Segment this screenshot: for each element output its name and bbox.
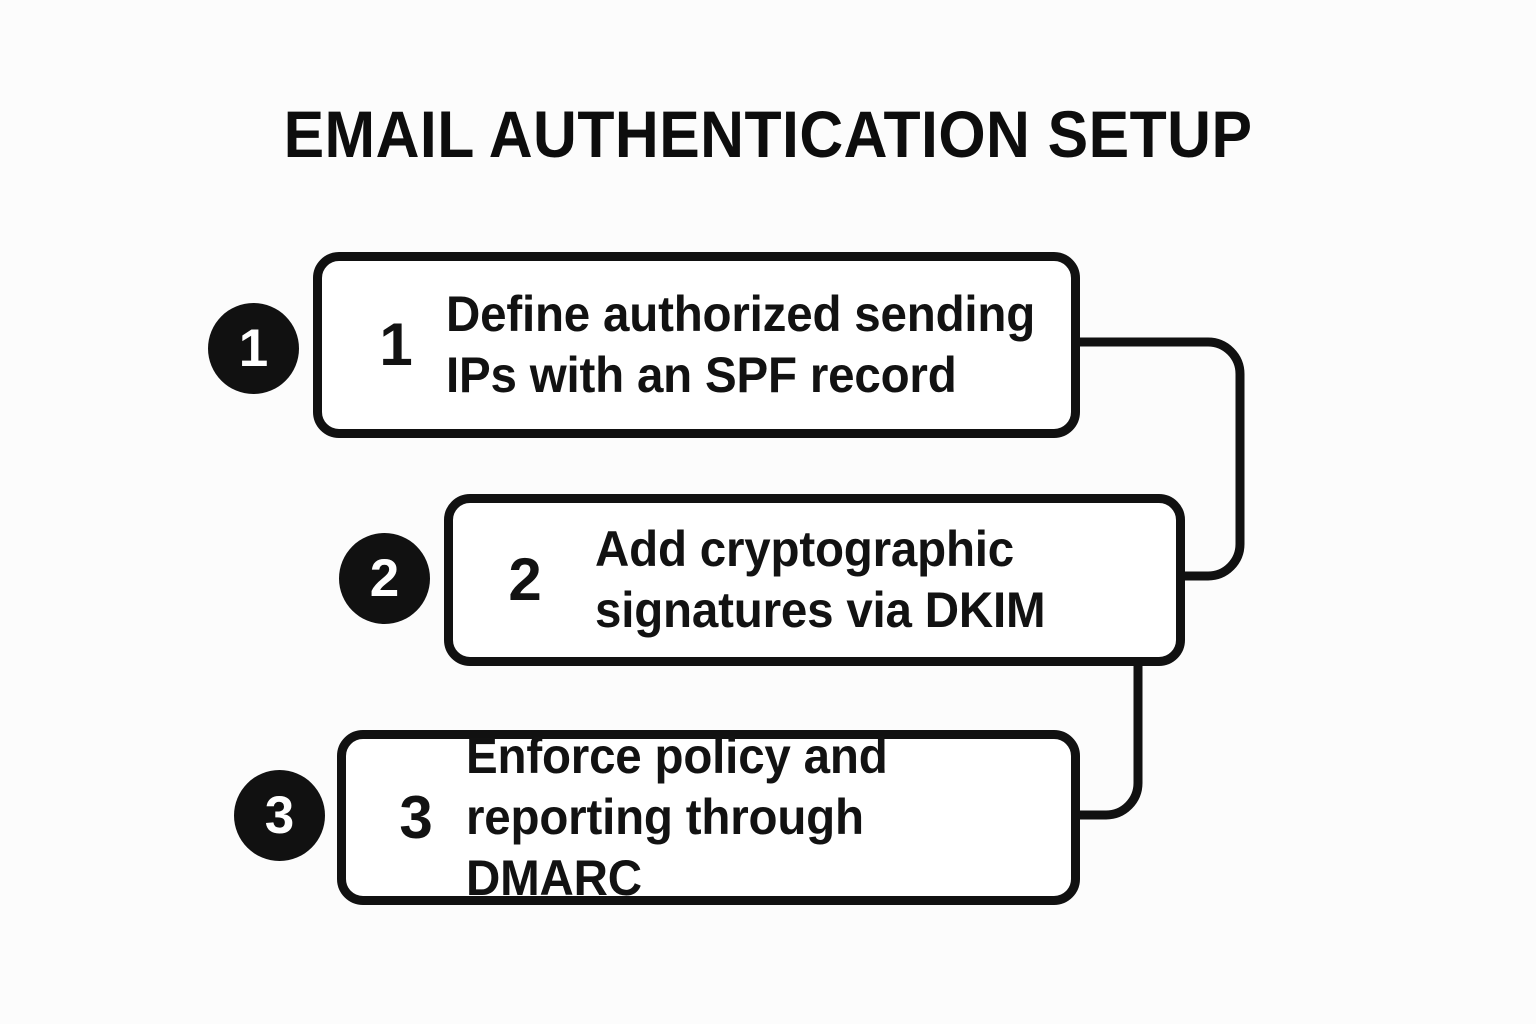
step-badge-number-1: 1 — [238, 319, 269, 378]
step-badge-number-2: 2 — [369, 549, 400, 608]
step-inner-number-2: 2 — [508, 546, 542, 613]
step-box-3[interactable]: 3 Enforce policy and reporting through D… — [337, 728, 1080, 906]
step-box-2[interactable]: 2 Add cryptographic signatures via DKIM — [444, 494, 1185, 666]
step-label-1: Define authorized sending IPs with an SP… — [446, 286, 1036, 403]
connector-step2-to-step3 — [1080, 663, 1143, 820]
step-badge-number-3: 3 — [264, 786, 295, 845]
step-label-2: Add cryptographic signatures via DKIM — [595, 521, 1046, 638]
step-badge-1: 1 — [208, 303, 299, 394]
page-title: EMAIL AUTHENTICATION SETUP — [283, 97, 1253, 171]
step-badge-2: 2 — [339, 533, 430, 624]
step-inner-number-1: 1 — [379, 311, 413, 378]
step-box-1[interactable]: 1 Define authorized sending IPs with an … — [313, 252, 1080, 438]
step-badge-3: 3 — [234, 770, 325, 861]
step-label-3: Enforce policy and reporting through DMA… — [466, 728, 888, 906]
step-inner-number-3: 3 — [399, 783, 433, 851]
